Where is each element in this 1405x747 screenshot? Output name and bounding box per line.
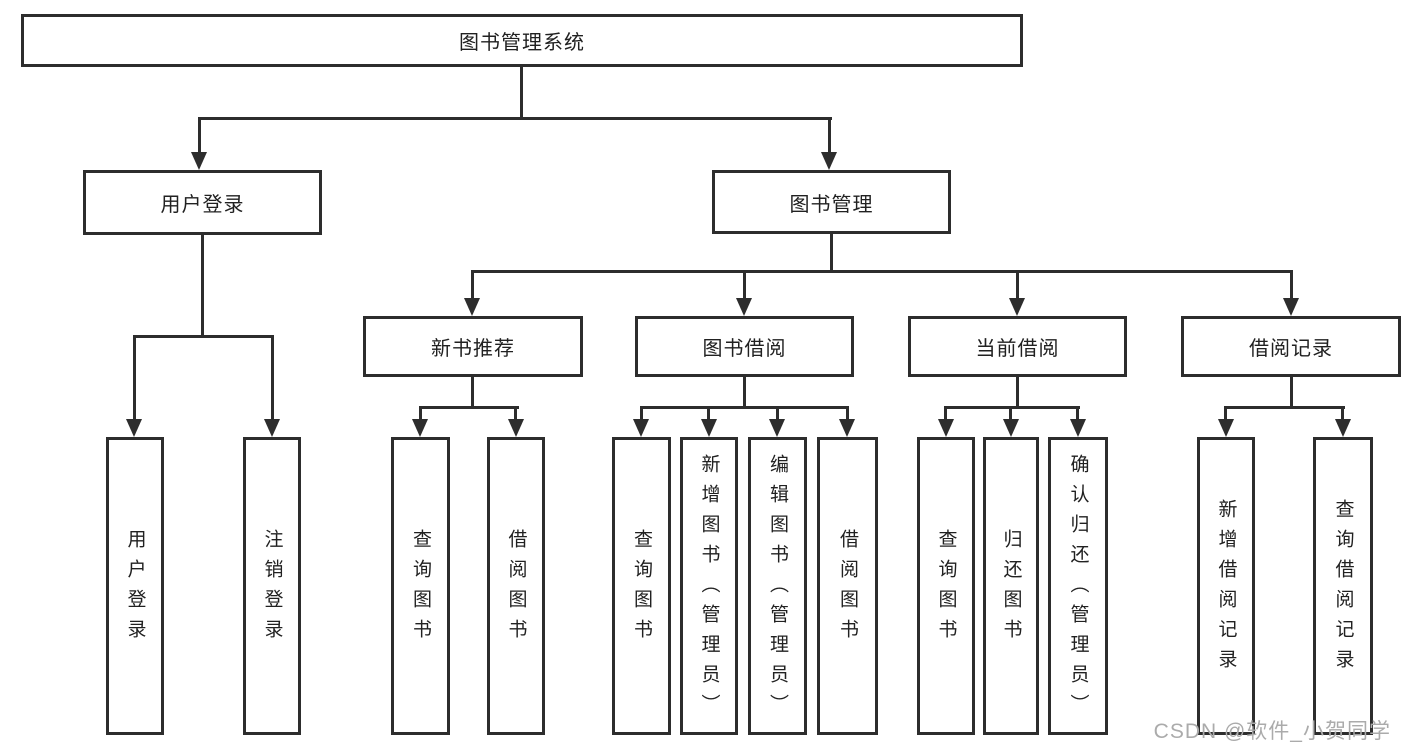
connector-stem — [1224, 406, 1227, 421]
connector-stem — [640, 406, 643, 421]
connector-stem — [944, 406, 947, 421]
leaf-bb-query-books: 查询图书 — [612, 437, 671, 735]
leaf-rec-borrow-books: 借阅图书 — [487, 437, 545, 735]
connector-trunk — [471, 375, 474, 408]
arrow-down-icon — [264, 419, 280, 437]
connector-userlogin-bar — [133, 335, 274, 338]
connector-group-bar — [944, 406, 1080, 409]
watermark: CSDN @软件_小贺同学 — [1153, 720, 1391, 743]
connector-trunk — [1016, 375, 1019, 408]
leaf-br-query-record: 查询借阅记录 — [1313, 437, 1373, 735]
connector-group-bar — [419, 406, 519, 409]
arrow-down-icon — [1335, 419, 1351, 437]
arrow-down-icon — [938, 419, 954, 437]
arrow-down-icon — [839, 419, 855, 437]
connector-root-trunk — [520, 65, 523, 120]
connector-stem — [1016, 270, 1019, 302]
arrow-down-icon — [736, 298, 752, 316]
leaf-rec-query-books: 查询图书 — [391, 437, 450, 735]
connector-stem — [133, 335, 136, 421]
node-borrowing-records: 借阅记录 — [1181, 316, 1401, 377]
node-root: 图书管理系统 — [21, 14, 1023, 67]
arrow-down-icon — [508, 419, 524, 437]
connector-stem — [1009, 406, 1012, 421]
node-book-borrowing: 图书借阅 — [635, 316, 854, 377]
connector-stem — [776, 406, 779, 421]
connector-bookmgmt-trunk — [830, 233, 833, 273]
connector-stem — [1076, 406, 1079, 421]
connector-stem — [828, 117, 831, 155]
arrow-down-icon — [1218, 419, 1234, 437]
leaf-br-add-record: 新增借阅记录 — [1197, 437, 1255, 735]
connector-group-bar — [1224, 406, 1345, 409]
connector-group-bar — [640, 406, 849, 409]
arrow-down-icon — [191, 152, 207, 170]
arrow-down-icon — [769, 419, 785, 437]
arrow-down-icon — [633, 419, 649, 437]
connector-stem — [743, 270, 746, 302]
connector-stem — [271, 335, 274, 421]
leaf-bb-edit-books-admin: 编辑图书（管理员） — [748, 437, 807, 735]
leaf-bb-add-books-admin: 新增图书（管理员） — [680, 437, 738, 735]
node-user-login: 用户登录 — [83, 170, 322, 235]
connector-stem — [1341, 406, 1344, 421]
leaf-cb-query-books: 查询图书 — [917, 437, 975, 735]
connector-userlogin-trunk — [201, 233, 204, 337]
connector-trunk — [743, 375, 746, 408]
node-new-book-recommend: 新书推荐 — [363, 316, 583, 377]
leaf-cb-return-books: 归还图书 — [983, 437, 1039, 735]
arrow-down-icon — [412, 419, 428, 437]
connector-level1-bar — [198, 117, 832, 120]
arrow-down-icon — [821, 152, 837, 170]
leaf-user-login: 用户登录 — [106, 437, 164, 735]
connector-stem — [514, 406, 517, 421]
leaf-bb-borrow-books: 借阅图书 — [817, 437, 878, 735]
arrow-down-icon — [1070, 419, 1086, 437]
arrow-down-icon — [701, 419, 717, 437]
node-book-management: 图书管理 — [712, 170, 951, 234]
connector-stem — [198, 117, 201, 155]
connector-stem — [1290, 270, 1293, 302]
connector-level2-bar — [471, 270, 1293, 273]
connector-stem — [846, 406, 849, 421]
connector-stem — [471, 270, 474, 302]
arrow-down-icon — [126, 419, 142, 437]
arrow-down-icon — [1283, 298, 1299, 316]
connector-stem — [707, 406, 710, 421]
leaf-cb-confirm-return-admin: 确认归还（管理员） — [1048, 437, 1108, 735]
connector-stem — [419, 406, 422, 421]
arrow-down-icon — [1003, 419, 1019, 437]
arrow-down-icon — [464, 298, 480, 316]
node-current-borrowing: 当前借阅 — [908, 316, 1127, 377]
arrow-down-icon — [1009, 298, 1025, 316]
connector-trunk — [1290, 375, 1293, 408]
leaf-logout: 注销登录 — [243, 437, 301, 735]
